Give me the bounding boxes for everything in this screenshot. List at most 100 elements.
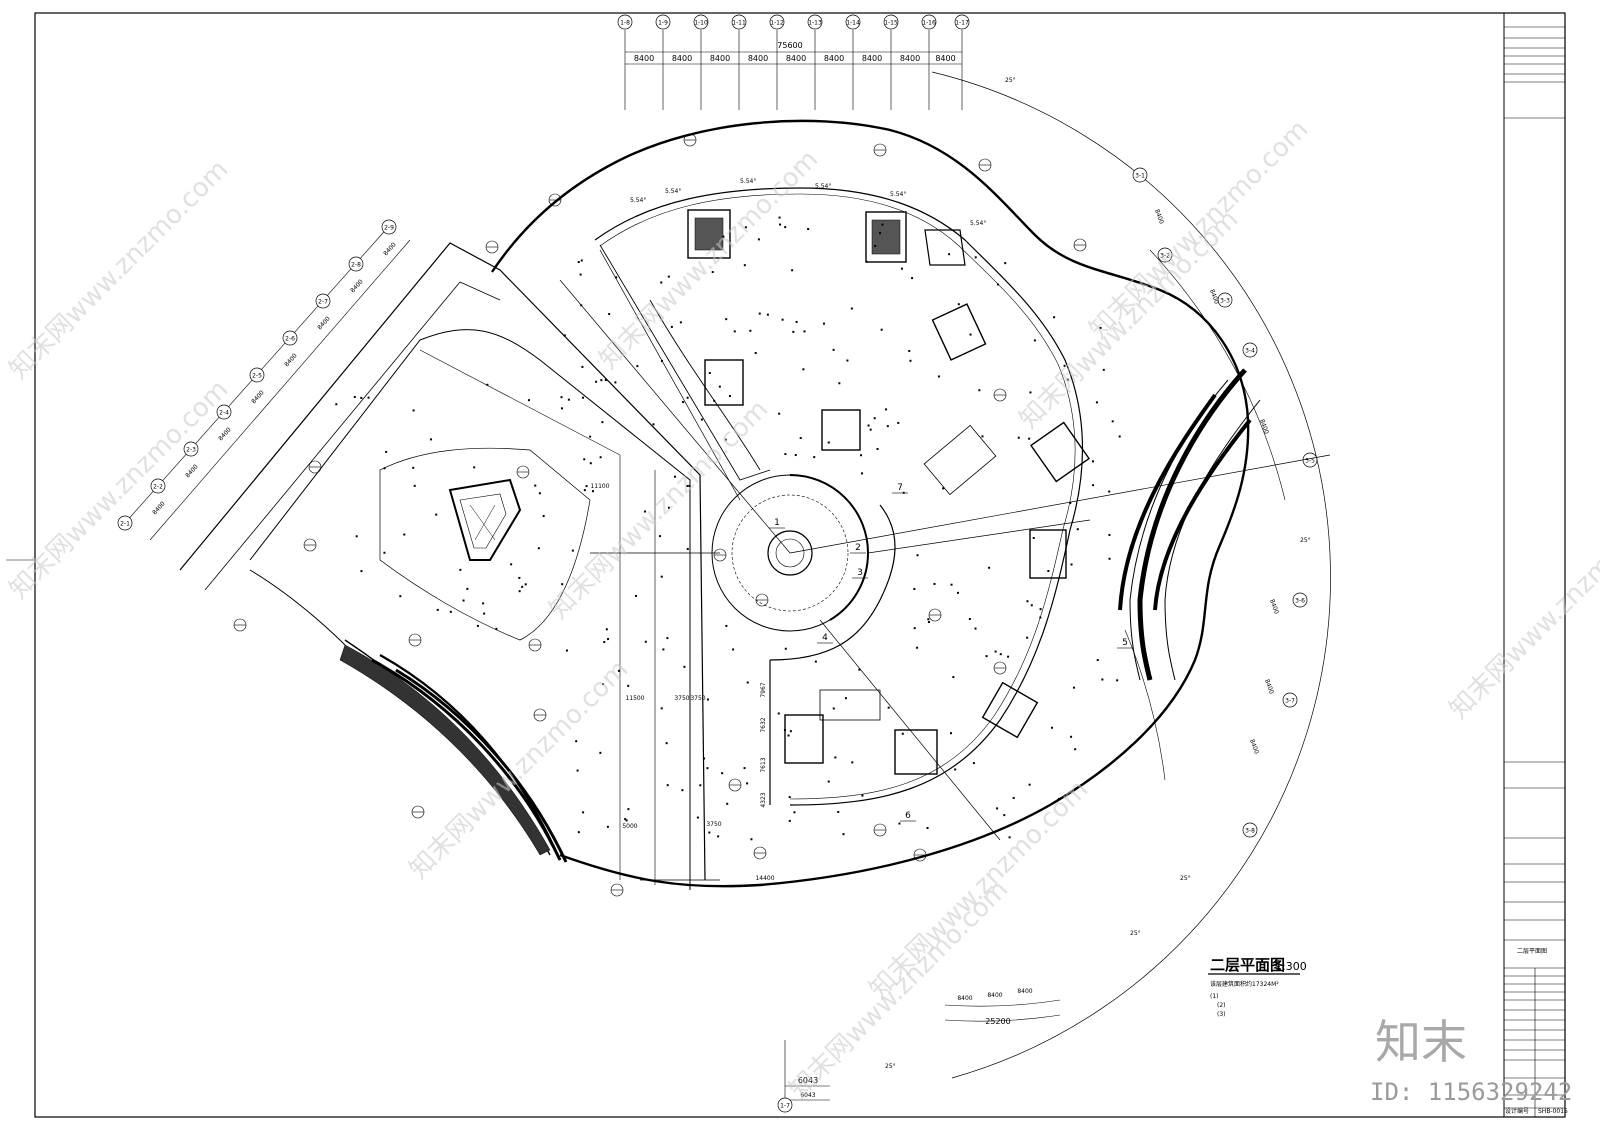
column-dot <box>927 618 930 621</box>
column-dot <box>783 729 786 732</box>
column-dot <box>385 450 388 453</box>
column-dot <box>873 417 876 420</box>
stair-cores <box>687 209 1090 775</box>
axis-bubble-top: 1-8 <box>617 14 633 30</box>
column-dot <box>1033 339 1036 342</box>
column-dot <box>615 276 618 279</box>
column-dot <box>789 730 792 733</box>
column-dot <box>865 260 868 263</box>
column-dot <box>1026 600 1029 603</box>
axis-label: 1-10 <box>694 20 708 27</box>
column-dot <box>1032 536 1035 539</box>
column-dot <box>495 627 498 630</box>
axis-label: 1-16 <box>922 20 936 27</box>
column-dot <box>605 628 608 631</box>
column-dot <box>679 321 682 324</box>
column-dot <box>1030 604 1033 607</box>
left-axis-bubbles: 2-12-22-32-42-52-62-72-82-9 <box>117 219 397 531</box>
axis-label: 3-3 <box>1220 298 1230 305</box>
column-dot <box>583 458 586 461</box>
column-dot <box>666 784 669 787</box>
column-dot <box>802 368 805 371</box>
watermark-text: 知末网www.znzmo.com <box>404 654 635 885</box>
watermark-id: ID: 1156329242 <box>1370 1078 1572 1106</box>
top-segment-dimension: 8400 <box>824 54 844 63</box>
right-segment-dimension: 8400 <box>1208 288 1220 305</box>
axis-bubble-right: 3-3 <box>1217 292 1233 308</box>
column-dot <box>591 490 594 493</box>
column-dot <box>721 772 724 775</box>
column-dot <box>814 660 817 663</box>
axis-bubble-left: 2-9 <box>381 219 397 235</box>
column-dot <box>733 330 736 333</box>
column-dot <box>567 398 570 401</box>
column-dot <box>708 831 711 834</box>
column-dot <box>666 637 669 640</box>
left-segment-dimension: 8400 <box>184 463 200 479</box>
drawing-note-3: (3) <box>1217 1011 1226 1018</box>
west-inner-court <box>379 447 591 641</box>
column-dot <box>1063 364 1066 367</box>
column-dot <box>644 510 647 513</box>
column-dot <box>673 475 676 478</box>
top-total-dimension: 75600 <box>777 41 802 50</box>
column-dot <box>429 438 432 441</box>
column-dot <box>636 365 639 368</box>
column-dot <box>942 487 945 490</box>
radial-grid-lines <box>559 249 1331 841</box>
column-dot <box>781 318 784 321</box>
column-dot <box>897 421 900 424</box>
column-dot <box>887 706 890 709</box>
drawing-note-2: (2) <box>1217 1002 1226 1009</box>
column-dot <box>521 585 524 588</box>
column-dot <box>662 648 665 651</box>
column-dot <box>665 742 668 745</box>
column-dot <box>580 304 583 307</box>
left-segment-dimension: 8400 <box>316 315 332 331</box>
column-dot <box>1039 608 1042 611</box>
column-dot <box>1070 735 1073 738</box>
bottom-segment-dimension: 8400 <box>1017 988 1032 995</box>
axis-label: 2-1 <box>120 521 130 528</box>
column-dot <box>885 408 888 411</box>
column-dot <box>634 594 637 597</box>
right-axis-bubbles: 3-13-23-33-43-53-63-73-8 <box>1132 167 1318 838</box>
column-dot <box>561 583 564 586</box>
column-dot <box>599 456 602 459</box>
column-dot <box>604 378 607 381</box>
top-dimension-chain <box>624 30 963 110</box>
column-dot <box>565 649 568 652</box>
column-dot <box>538 492 541 495</box>
column-dot <box>1095 401 1098 404</box>
left-segment-dimension: 8400 <box>382 241 398 257</box>
column-dot <box>913 627 916 630</box>
angle-label: 5.54° <box>665 188 681 195</box>
column-dot <box>778 412 781 415</box>
column-dot <box>686 548 689 551</box>
drawing-note-1: (1) <box>1210 993 1219 1000</box>
column-dot <box>473 466 476 469</box>
axis-bubble-left: 2-2 <box>150 478 166 494</box>
south-court-wall <box>769 504 896 805</box>
column-dot <box>749 329 752 332</box>
column-dot <box>599 751 602 754</box>
top-segment-dimension: 8400 <box>862 54 882 63</box>
column-dot <box>585 485 588 488</box>
axis-label: 2-2 <box>153 484 163 491</box>
axis-label: 2-5 <box>252 373 262 380</box>
column-dot <box>900 267 903 270</box>
drawing-area-note: 该层建筑面积约17324M² <box>1210 980 1279 988</box>
column-dot <box>1004 262 1007 265</box>
axis-label: 2-7 <box>318 299 328 306</box>
column-dot <box>1057 797 1060 800</box>
bottom-axis-bubbles: 1-7 <box>777 1097 793 1113</box>
column-dot <box>660 281 663 284</box>
column-dot <box>937 375 940 378</box>
column-dot <box>699 784 702 787</box>
column-dot <box>985 655 988 658</box>
column-dot <box>1028 437 1031 440</box>
room-number: 3 <box>857 568 863 578</box>
column-dot <box>766 313 769 316</box>
